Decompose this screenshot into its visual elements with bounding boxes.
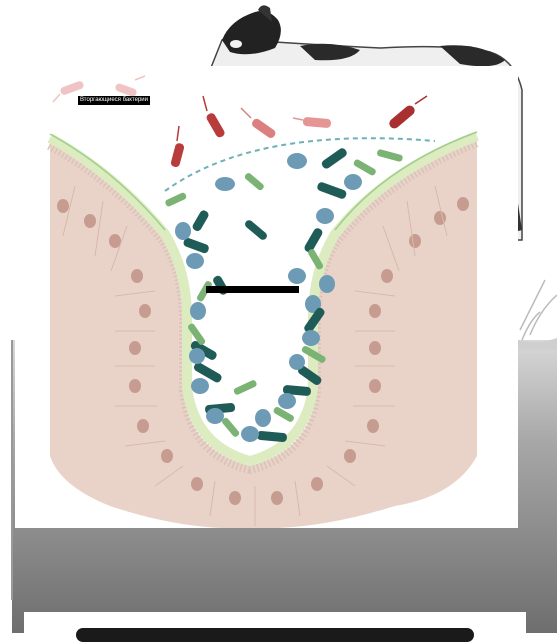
crypt-illustration-panel: Вторгающиеся бактерии xyxy=(15,66,518,528)
invading-bacteria-label: Вторгающиеся бактерии xyxy=(78,96,150,105)
bottom-dark-bar xyxy=(76,628,474,642)
redaction-bar xyxy=(206,286,299,293)
intestinal-crypt-diagram xyxy=(15,66,518,528)
bottom-panel xyxy=(24,612,526,633)
